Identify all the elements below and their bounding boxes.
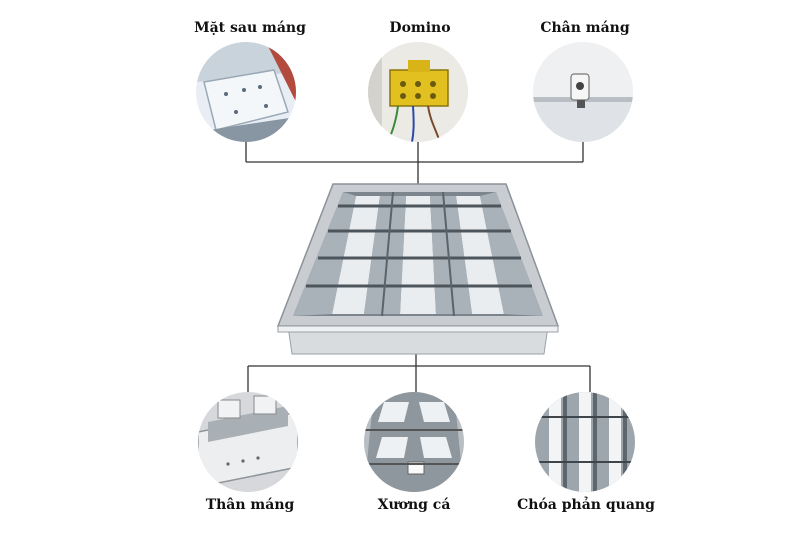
label-domino: Domino	[389, 20, 451, 36]
label-lamp-holder: Chân máng	[540, 20, 630, 36]
lamp-holder-image	[533, 42, 633, 142]
reflector-image	[535, 392, 635, 492]
rear-plate-image	[196, 42, 296, 142]
label-body: Thân máng	[205, 497, 295, 513]
label-reflector: Chóa phản quang	[517, 497, 655, 513]
label-rear-plate: Mặt sau máng	[194, 20, 306, 36]
fishbone-image	[364, 392, 464, 492]
domino-image	[368, 42, 468, 142]
body-image	[198, 392, 298, 492]
ceiling-light-fixture-image	[268, 176, 568, 362]
label-fishbone: Xương cá	[377, 497, 451, 513]
